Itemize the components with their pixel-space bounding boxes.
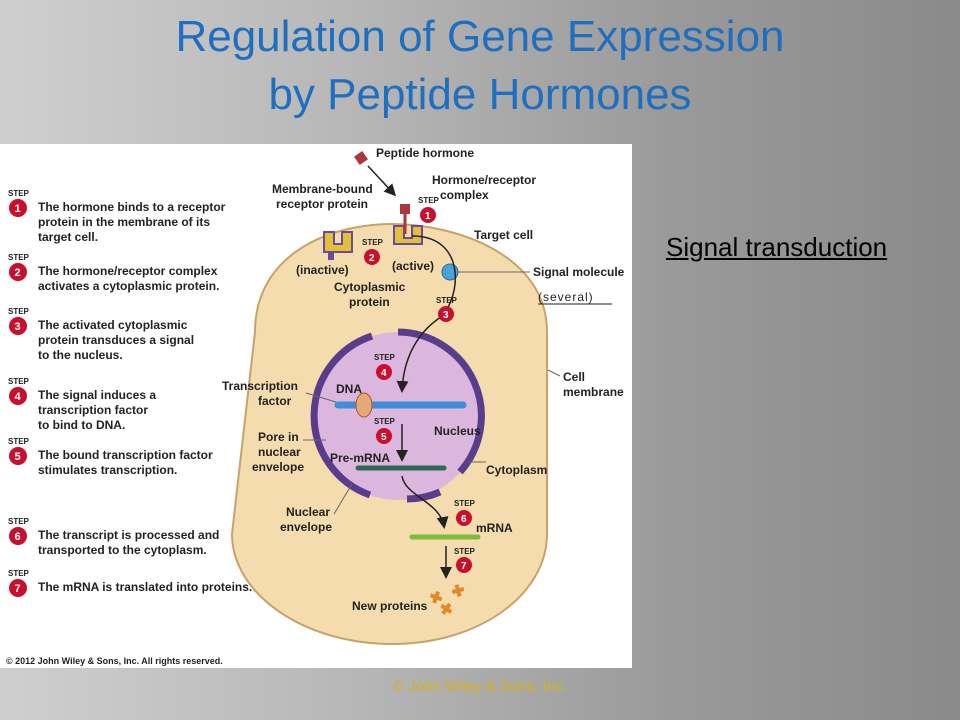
label-cytoplasmic-1: Cytoplasmic xyxy=(334,280,406,294)
svg-text:STEP: STEP xyxy=(362,238,384,247)
step-badge-3: STEP 3 xyxy=(8,307,30,335)
figure-step-badge-1: STEP 1 xyxy=(418,196,440,223)
peptide-hormone-shape xyxy=(354,151,368,165)
label-cytoplasmic-2: protein xyxy=(349,295,390,309)
title-line-2: by Peptide Hormones xyxy=(268,70,692,119)
svg-text:STEP: STEP xyxy=(8,307,30,316)
step-badge-6: STEP 6 xyxy=(8,517,30,545)
label-nuclear-envelope-1: Nuclear xyxy=(286,505,330,519)
svg-text:STEP: STEP xyxy=(374,417,396,426)
svg-text:STEP: STEP xyxy=(8,517,30,526)
step-text-7: The mRNA is translated into proteins. xyxy=(38,580,253,594)
label-hormone-receptor-2: complex xyxy=(440,188,489,202)
slide-title: Regulation of Gene Expression by Peptide… xyxy=(0,8,960,124)
step-text-2: The hormone/receptor complex activates a… xyxy=(38,264,220,293)
svg-text:STEP: STEP xyxy=(454,499,476,508)
slide-footer: © John Wiley & Sons, Inc. xyxy=(393,678,567,695)
step-list: STEP 1 The hormone binds to a receptor p… xyxy=(0,144,270,668)
leader-lines xyxy=(303,271,561,515)
svg-text:4: 4 xyxy=(15,391,22,403)
figure-step-badge-7: STEP 7 xyxy=(454,547,476,573)
svg-text:7: 7 xyxy=(461,561,467,572)
nucleus-shape xyxy=(314,332,482,500)
step-text-4: The signal induces a transcription facto… xyxy=(38,388,157,432)
svg-text:STEP: STEP xyxy=(8,377,30,386)
label-membrane-bound-2: receptor protein xyxy=(276,197,368,211)
signal-transduction-label: Signal transduction xyxy=(666,232,888,262)
label-mrna: mRNA xyxy=(476,521,513,535)
label-transcription-factor-2: factor xyxy=(258,394,292,408)
svg-text:4: 4 xyxy=(381,368,387,379)
step-text-1: The hormone binds to a receptor protein … xyxy=(38,200,226,244)
label-pore-3: envelope xyxy=(252,460,304,474)
step-badge-4: STEP 4 xyxy=(8,377,30,405)
figure-step-badge-6: STEP 6 xyxy=(454,499,476,526)
svg-text:STEP: STEP xyxy=(436,296,458,305)
label-nucleus: Nucleus xyxy=(434,424,481,438)
label-cell-membrane-1: Cell xyxy=(563,370,585,384)
step-badge-7: STEP 7 xyxy=(8,569,30,597)
svg-text:STEP: STEP xyxy=(8,569,30,578)
label-cytoplasm: Cytoplasm xyxy=(486,463,547,477)
title-line-1: Regulation of Gene Expression xyxy=(175,12,785,61)
svg-text:STEP: STEP xyxy=(374,353,396,362)
nuclear-envelope-bottom xyxy=(406,488,442,503)
svg-text:3: 3 xyxy=(15,321,21,333)
label-target-cell: Target cell xyxy=(474,228,533,242)
svg-text:6: 6 xyxy=(15,531,21,543)
label-cell-membrane-2: membrane xyxy=(563,385,624,399)
figure-panel: STEP 1 STEP 2 STEP 3 STEP 4 STEP 5 STEP … xyxy=(0,144,632,668)
step-text-3: The activated cytoplasmic protein transd… xyxy=(38,318,195,362)
cell-diagram: STEP 1 STEP 2 STEP 3 STEP 4 STEP 5 STEP … xyxy=(222,146,625,646)
step-badge-1: STEP 1 xyxy=(8,189,30,217)
label-active: (active) xyxy=(392,259,434,273)
step-text-6: The transcript is processed and transpor… xyxy=(38,528,220,557)
transcription-factor-shape xyxy=(355,392,373,418)
label-new-proteins: New proteins xyxy=(352,599,428,613)
new-proteins-shape xyxy=(429,584,465,615)
nuclear-envelope-left xyxy=(310,332,374,499)
label-hormone-receptor-1: Hormone/receptor xyxy=(432,173,536,187)
svg-text:STEP: STEP xyxy=(8,437,30,446)
svg-text:STEP: STEP xyxy=(8,189,30,198)
svg-text:5: 5 xyxy=(15,451,21,463)
label-nuclear-envelope-2: envelope xyxy=(280,520,332,534)
figure-step-badge-5: STEP 5 xyxy=(374,417,396,444)
label-pore-2: nuclear xyxy=(258,445,301,459)
step-badge-2: STEP 2 xyxy=(8,253,30,281)
label-pore-1: Pore in xyxy=(258,430,299,444)
svg-text:2: 2 xyxy=(15,267,21,279)
svg-text:2: 2 xyxy=(369,253,375,264)
bound-hormone-shape xyxy=(400,204,410,214)
figure-copyright: © 2012 John Wiley & Sons, Inc. All right… xyxy=(6,656,223,666)
step-badge-5: STEP 5 xyxy=(8,437,30,465)
svg-text:STEP: STEP xyxy=(418,196,440,205)
label-membrane-bound-1: Membrane-bound xyxy=(272,182,373,196)
hormone-arrow xyxy=(367,165,397,197)
label-inactive: (inactive) xyxy=(296,263,349,277)
label-pre-mrna: Pre-mRNA xyxy=(330,451,390,465)
label-signal-molecule: Signal molecule xyxy=(533,265,625,279)
label-peptide-hormone: Peptide hormone xyxy=(376,146,474,160)
svg-text:6: 6 xyxy=(461,514,467,525)
label-dna: DNA xyxy=(336,382,362,396)
figure-step-badge-4: STEP 4 xyxy=(374,353,396,380)
svg-text:1: 1 xyxy=(425,211,431,222)
step-text-5: The bound transcription factor stimulate… xyxy=(38,448,213,477)
svg-text:STEP: STEP xyxy=(454,547,476,556)
label-several: (several) xyxy=(538,290,594,304)
label-transcription-factor-1: Transcription xyxy=(222,379,298,393)
svg-text:3: 3 xyxy=(443,310,449,321)
svg-text:5: 5 xyxy=(381,432,387,443)
svg-text:7: 7 xyxy=(15,583,21,595)
export-arrow xyxy=(401,475,449,529)
figure-step-badge-3: STEP 3 xyxy=(436,296,458,322)
svg-text:STEP: STEP xyxy=(8,253,30,262)
nuclear-envelope-right xyxy=(397,328,485,475)
receptor-inactive-stem xyxy=(328,252,334,260)
svg-text:1: 1 xyxy=(15,203,21,215)
figure-step-badge-2: STEP 2 xyxy=(362,238,384,265)
